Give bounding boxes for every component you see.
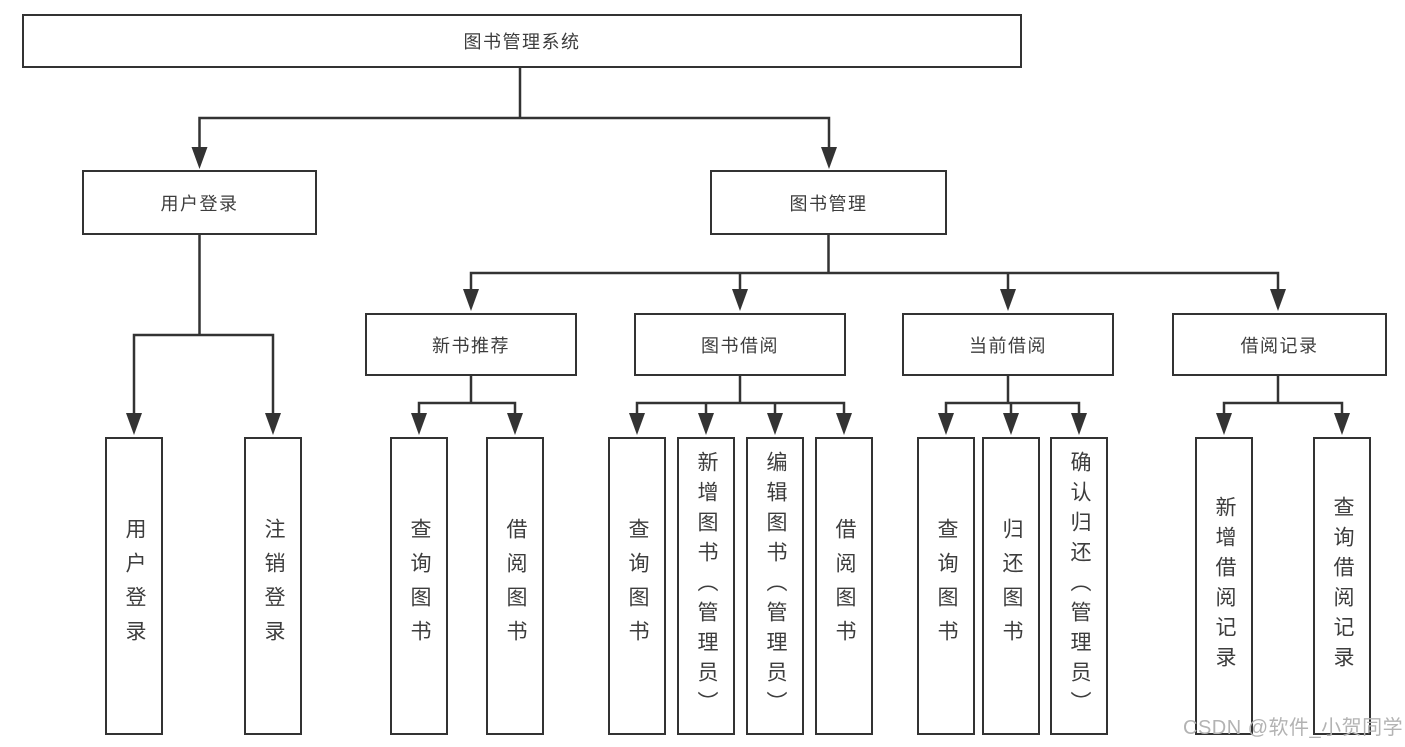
node-current-borrow: 当前借阅 <box>902 313 1114 376</box>
connector-bookmgmt-branch <box>469 271 1280 292</box>
leaf-borrow-add: 新增图书（管理员） <box>677 437 735 735</box>
node-borrow-records: 借阅记录 <box>1172 313 1387 376</box>
connector-bookborrow-branch <box>635 401 846 416</box>
leaf-borrow-query: 查询图书 <box>608 437 666 735</box>
connector-userlogin-branch <box>132 333 275 416</box>
leaf-records-query: 查询借阅记录 <box>1313 437 1371 735</box>
leaf-newbooks-query: 查询图书 <box>390 437 448 735</box>
leaf-current-query: 查询图书 <box>917 437 975 735</box>
leaf-user-login: 用户登录 <box>105 437 163 735</box>
node-book-mgmt: 图书管理 <box>710 170 947 235</box>
leaf-borrow-borrow: 借阅图书 <box>815 437 873 735</box>
node-root: 图书管理系统 <box>22 14 1022 68</box>
connector-currentborrow-branch <box>944 401 1081 416</box>
node-book-borrow: 图书借阅 <box>634 313 846 376</box>
watermark: CSDN @软件_小贺同学 <box>1183 717 1404 739</box>
node-new-books: 新书推荐 <box>365 313 577 376</box>
node-user-login: 用户登录 <box>82 170 317 235</box>
connector-newbooks-branch <box>417 401 517 416</box>
leaf-current-confirm: 确认归还（管理员） <box>1050 437 1108 735</box>
connector-root-branch <box>198 116 831 150</box>
leaf-newbooks-borrow: 借阅图书 <box>486 437 544 735</box>
leaf-borrow-edit: 编辑图书（管理员） <box>746 437 804 735</box>
arrowheads <box>126 147 1350 435</box>
connector-records-branch <box>1222 401 1344 416</box>
leaf-logout: 注销登录 <box>244 437 302 735</box>
leaf-current-return: 归还图书 <box>982 437 1040 735</box>
leaf-records-add: 新增借阅记录 <box>1195 437 1253 735</box>
